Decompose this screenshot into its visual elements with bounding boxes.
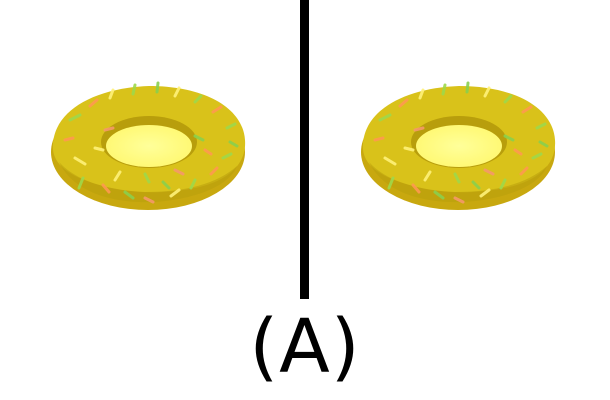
donut-panel-left — [0, 0, 305, 300]
caption-label: (A) — [249, 304, 361, 390]
donut-icon — [51, 81, 246, 210]
donut-icon — [361, 81, 556, 210]
divider-line — [300, 0, 309, 299]
donut-panel-right — [305, 0, 610, 300]
